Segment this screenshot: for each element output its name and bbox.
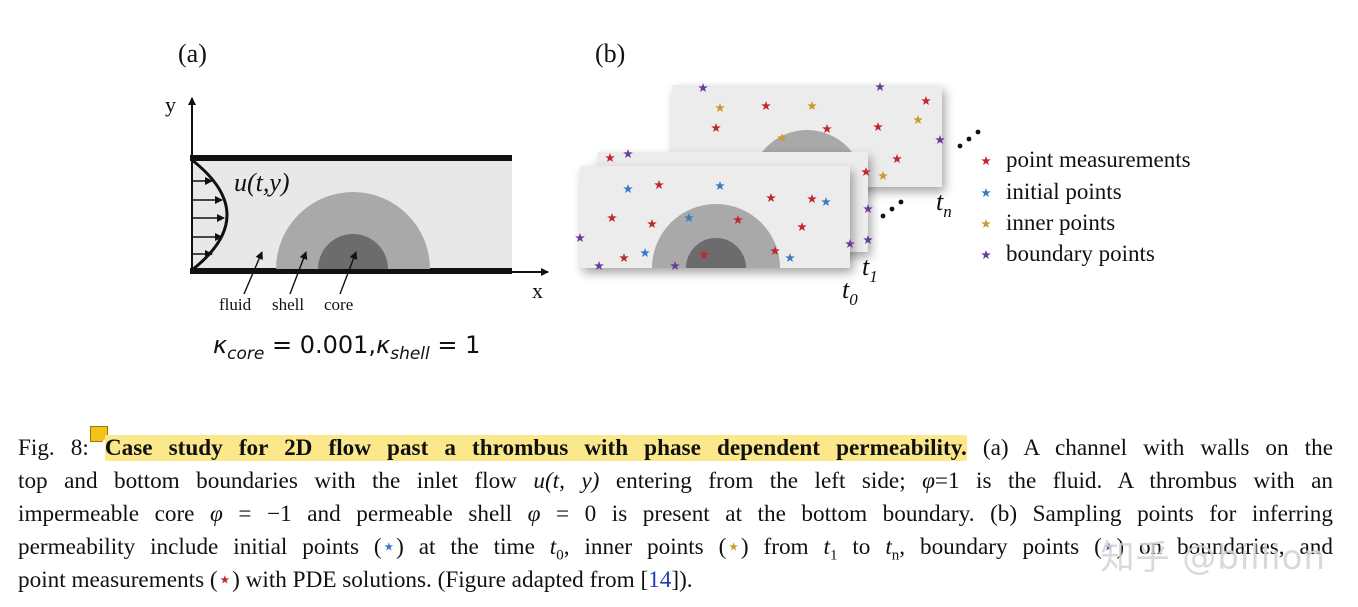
thrombus-shell xyxy=(276,192,430,269)
legend-star-boundary-points xyxy=(981,250,991,259)
kappa-equation: κcore = 0.001,κshell = 1 xyxy=(213,331,480,364)
flow-label: u(t,y) xyxy=(234,168,290,197)
caption-line-1: Fig. 8: Case study for 2D flow past a th… xyxy=(18,435,1334,461)
legend-boundary-points: boundary points xyxy=(1006,241,1155,266)
panel-b: (b) xyxy=(575,39,1191,309)
watermark: 知乎 @billion xyxy=(1100,538,1326,578)
time-label-tn: tn xyxy=(936,187,952,221)
caption-highlighted-title: Case study for 2D flow past a thrombus w… xyxy=(104,435,967,461)
kappa-shell-symbol: κ xyxy=(376,331,391,359)
fluid-label: fluid xyxy=(219,295,252,314)
legend-initial-points: initial points xyxy=(1006,179,1122,204)
shell-label: shell xyxy=(272,295,304,314)
kappa-shell-subscript: shell xyxy=(390,344,430,364)
figure-caption: Fig. 8: Case study for 2D flow past a th… xyxy=(18,432,1333,597)
kappa-core-value: = 0.001, xyxy=(264,331,376,359)
panel-a-label: (a) xyxy=(178,39,207,68)
panel-a: (a) y x u(t,y) fluid shell cor xyxy=(165,39,549,364)
time-label-t0: t0 xyxy=(842,275,858,309)
figure-8-graphic: (a) y x u(t,y) fluid shell cor xyxy=(165,39,1191,364)
legend-point-measurements: point measurements xyxy=(1006,147,1191,172)
legend-star-point-measurements xyxy=(981,156,991,165)
initial-star-icon: ⋆ xyxy=(381,534,397,560)
caption-line-2: top and bottom boundaries with the inlet… xyxy=(18,468,1333,494)
caption-line-4: permeability include initial points (⋆) … xyxy=(18,534,1333,564)
region-pointers xyxy=(243,251,358,295)
boundary-star-icon: ⋆ xyxy=(1101,534,1117,560)
measurement-star-icon: ⋆ xyxy=(217,567,233,593)
reference-link-14[interactable]: 14 xyxy=(648,567,672,593)
x-axis-label: x xyxy=(532,278,543,303)
time-ellipsis xyxy=(880,129,981,219)
kappa-shell-value: = 1 xyxy=(430,331,481,359)
core-label: core xyxy=(324,295,353,314)
legend-star-initial-points xyxy=(981,188,991,197)
caption-line-3: impermeable core φ = −1 and permeable sh… xyxy=(18,501,1333,527)
velocity-arrows xyxy=(192,177,225,258)
y-axis-label: y xyxy=(165,92,176,117)
slice-t0 xyxy=(580,166,850,268)
legend-inner-points: inner points xyxy=(1006,210,1115,235)
caption-line-5: point measurements (⋆) with PDE solution… xyxy=(18,567,693,593)
time-label-t1: t1 xyxy=(862,252,878,286)
legend: point measurements initial points inner … xyxy=(981,147,1191,266)
kappa-core-subscript: core xyxy=(227,344,264,364)
inner-star-icon: ⋆ xyxy=(726,534,741,560)
legend-star-inner-points xyxy=(981,219,991,228)
kappa-core-symbol: κ xyxy=(213,331,228,359)
panel-b-label: (b) xyxy=(595,39,625,68)
